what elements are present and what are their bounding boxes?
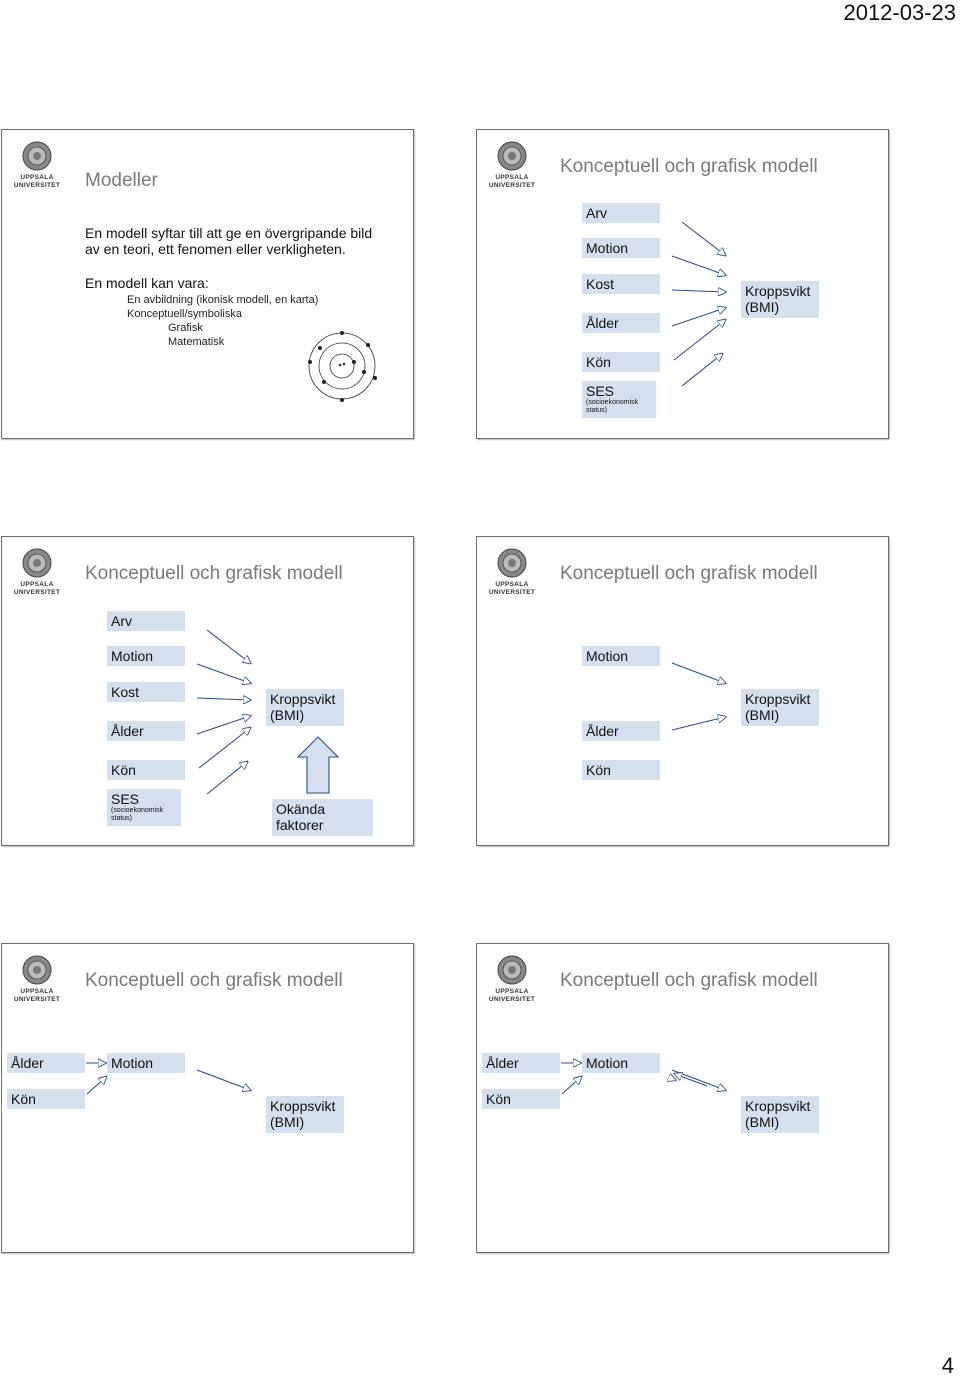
page-number: 4: [941, 1353, 954, 1378]
arrows-graphic: [196, 629, 340, 795]
box-motion: Motion: [582, 1053, 660, 1073]
university-logo: UPPSALA UNIVERSITET: [485, 952, 539, 1003]
university-logo: UPPSALA UNIVERSITET: [10, 545, 64, 596]
box-kost: Kost: [107, 682, 185, 702]
para1-line2: av en teori, ett fenomen eller verklighe…: [85, 241, 346, 257]
box-bmi: Kroppsvikt (BMI): [741, 1096, 819, 1133]
slide-modeller: UPPSALA UNIVERSITET Modeller En modell s…: [1, 129, 414, 439]
seal-icon: [22, 141, 52, 171]
arrow-up-icon: [296, 736, 340, 794]
box-motion: Motion: [107, 1053, 185, 1073]
arrows-graphic: [86, 944, 413, 1095]
box-bmi: Kroppsvikt (BMI): [741, 281, 819, 318]
box-alder: Ålder: [582, 721, 660, 741]
list-item: En avbildning (ikonisk modell, en karta): [127, 294, 319, 306]
university-logo: UPPSALA UNIVERSITET: [10, 952, 64, 1003]
box-kost: Kost: [582, 274, 660, 294]
slide-title: Konceptuell och grafisk modell: [85, 563, 343, 584]
university-logo: UPPSALA UNIVERSITET: [485, 138, 539, 189]
arrows-graphic: [671, 221, 888, 387]
box-alder: Ålder: [582, 313, 660, 333]
university-logo: UPPSALA UNIVERSITET: [10, 138, 64, 189]
slide-model-mediation: UPPSALA UNIVERSITET Konceptuell och graf…: [1, 943, 414, 1253]
slide-title: Konceptuell och grafisk modell: [560, 970, 818, 991]
seal-icon: [497, 548, 527, 578]
box-kon: Kön: [7, 1089, 85, 1109]
slide-model-reciprocal: UPPSALA UNIVERSITET Konceptuell och graf…: [476, 943, 889, 1253]
box-ses: SES (socioekonomisk status): [107, 789, 181, 826]
seal-icon: [497, 955, 527, 985]
seal-icon: [497, 141, 527, 171]
seal-icon: [22, 955, 52, 985]
box-alder: Ålder: [107, 721, 185, 741]
box-okanda-faktorer: Okända faktorer: [272, 799, 373, 836]
slide-title: Konceptuell och grafisk modell: [560, 156, 818, 177]
atom-diagram-icon: [308, 331, 377, 402]
box-motion: Motion: [107, 646, 185, 666]
box-arv: Arv: [107, 611, 185, 631]
slide-model-full: UPPSALA UNIVERSITET Konceptuell och graf…: [476, 129, 889, 439]
list-item: Konceptuell/symboliska: [127, 308, 242, 320]
box-ses: SES (socioekonomisk status): [582, 381, 656, 418]
box-kon: Kön: [582, 352, 660, 372]
box-arv: Arv: [582, 203, 660, 223]
header-date: 2012-03-23: [843, 0, 956, 25]
box-alder: Ålder: [7, 1053, 85, 1073]
para1-line1: En modell syftar till att ge en övergrip…: [85, 225, 373, 241]
slide-title: Konceptuell och grafisk modell: [85, 970, 343, 991]
box-bmi: Kroppsvikt (BMI): [266, 689, 344, 726]
box-kon: Kön: [582, 760, 660, 780]
slide-title: Modeller: [85, 170, 158, 191]
list-item: Matematisk: [168, 336, 225, 348]
slide-model-three: UPPSALA UNIVERSITET Konceptuell och graf…: [476, 536, 889, 846]
university-logo: UPPSALA UNIVERSITET: [485, 545, 539, 596]
para2: En modell kan vara:: [85, 275, 209, 291]
box-bmi: Kroppsvikt (BMI): [741, 689, 819, 726]
box-alder: Ålder: [482, 1053, 560, 1073]
arrows-graphic: [561, 944, 888, 1095]
box-motion: Motion: [582, 646, 660, 666]
arrows-graphic: [671, 662, 888, 731]
box-kon: Kön: [107, 760, 185, 780]
slide-model-unknown: UPPSALA UNIVERSITET Konceptuell och graf…: [1, 536, 414, 846]
box-kon: Kön: [482, 1089, 560, 1109]
box-motion: Motion: [582, 238, 660, 258]
list-item: Grafisk: [168, 322, 203, 334]
seal-icon: [22, 548, 52, 578]
slide-title: Konceptuell och grafisk modell: [560, 563, 818, 584]
box-bmi: Kroppsvikt (BMI): [266, 1096, 344, 1133]
